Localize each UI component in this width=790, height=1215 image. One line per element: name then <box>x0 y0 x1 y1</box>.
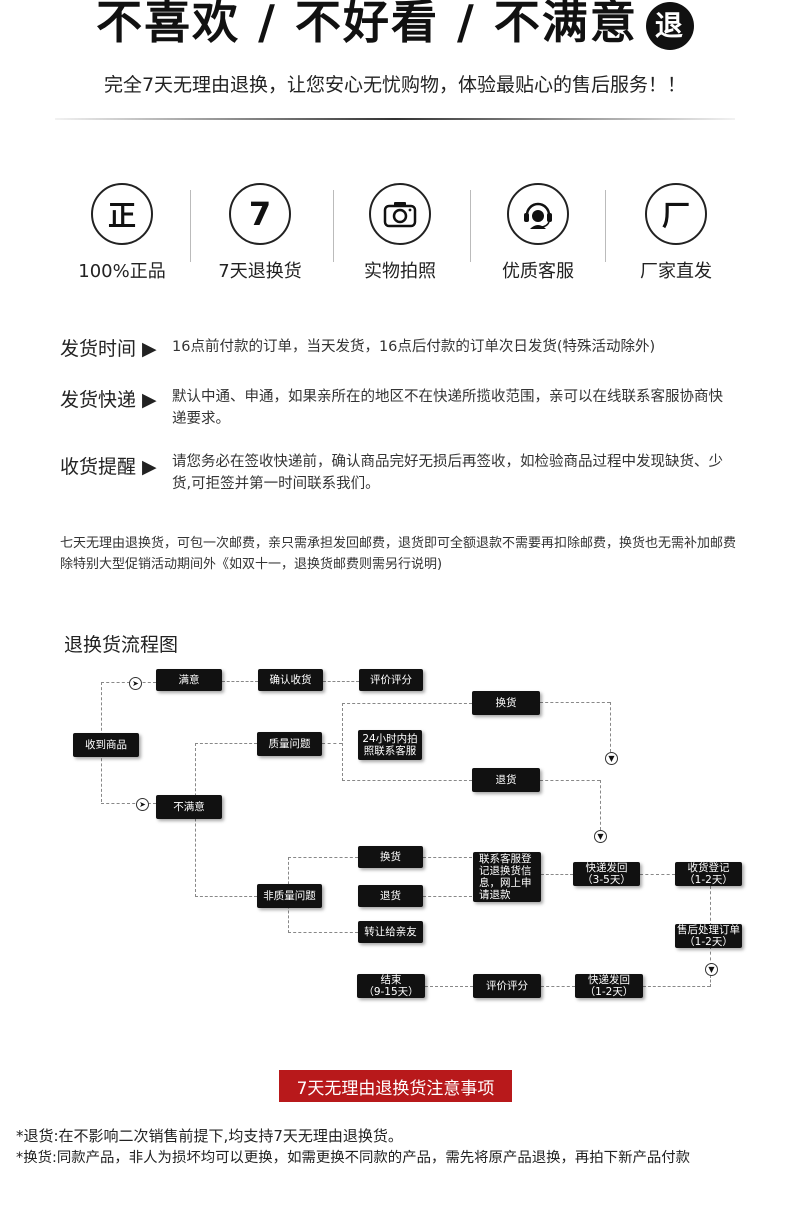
headset-icon <box>507 183 569 245</box>
notice-notes: *退货:在不影响二次销售前提下,均支持7天无理由退换货。 *换货:同款产品，非人… <box>16 1125 786 1169</box>
page-title: 不喜欢 / 不好看 / 不满意退 <box>0 0 790 52</box>
flow-node-end: 结束 （9-15天） <box>357 974 425 998</box>
page-subtitle: 完全7天无理由退换，让您安心无忧购物，体验最贴心的售后服务！！ <box>103 74 687 96</box>
factory-icon: 厂 <box>645 183 707 245</box>
flow-node-return-1: 退货 <box>472 768 540 792</box>
flow-node-review-2: 评价评分 <box>473 974 541 998</box>
notice-line-return: *退货:在不影响二次销售前提下,均支持7天无理由退换货。 <box>16 1127 403 1145</box>
flow-node-quality-issue: 质量问题 <box>257 732 322 756</box>
feature-seven-day: 7 7天退换货 <box>190 183 330 283</box>
feature-service: 优质客服 <box>468 183 608 283</box>
return-policy-text: 七天无理由退换货，可包一次邮费，亲只需承担发回邮费，退货即可全额退款不需要再扣除… <box>60 536 737 572</box>
feature-separator <box>605 190 606 262</box>
feature-genuine: 正 100%正品 <box>52 183 192 283</box>
arrow-down-icon: ▼ <box>594 830 607 843</box>
feature-label: 7天退换货 <box>218 261 302 282</box>
info-text-receipt: 请您务必在签收快递前，确认商品完好无损后再签收，如检验商品过程中发现缺货、少货,… <box>172 454 723 492</box>
flow-node-transfer: 转让给亲友 <box>358 921 423 943</box>
flow-node-satisfied: 满意 <box>156 669 222 691</box>
feature-label: 优质客服 <box>502 261 574 282</box>
flow-node-confirm-receipt: 确认收货 <box>258 669 323 691</box>
info-text-courier: 默认中通、申通，如果亲所在的地区不在快递所揽收范围，亲可以在线联系客服协商快递要… <box>172 389 723 427</box>
flow-node-receive-register: 收货登记 （1-2天） <box>675 862 742 886</box>
notice-banner: 7天无理由退换货注意事项 <box>279 1070 512 1102</box>
flow-node-after-sale: 售后处理订单 （1-2天） <box>675 924 742 948</box>
flow-node-exchange-2: 换货 <box>358 846 423 868</box>
notice-line-exchange: *换货:同款产品，非人为损坏均可以更换，如需更换不同款的产品，需先将原产品退换，… <box>16 1150 691 1166</box>
feature-separator <box>190 190 191 262</box>
flowchart-title: 退换货流程图 <box>64 634 179 656</box>
flow-node-ship-back-2: 快递发回 （1-2天） <box>575 974 643 998</box>
zheng-icon: 正 <box>91 183 153 245</box>
flow-node-ship-back-1: 快递发回 （3-5天） <box>573 862 640 886</box>
seven-icon: 7 <box>229 183 291 245</box>
info-heading-courier: 发货快递 ▶ <box>60 389 157 411</box>
flow-node-return-2: 退货 <box>358 885 423 907</box>
info-heading-receipt: 收货提醒 ▶ <box>60 456 157 478</box>
feature-photo: 实物拍照 <box>330 183 470 283</box>
arrow-down-icon: ▼ <box>705 963 718 976</box>
return-badge: 退 <box>645 1 694 50</box>
feature-separator <box>470 190 471 262</box>
flow-node-contact-service: 联系客服登 记退换货信 息，网上申 请退款 <box>473 852 541 902</box>
arrow-icon: ➤ <box>129 677 142 690</box>
arrow-icon: ➤ <box>136 798 149 811</box>
header-divider <box>55 118 735 120</box>
flow-node-unsatisfied: 不满意 <box>156 795 222 819</box>
info-text-ship-time: 16点前付款的订单，当天发货，16点后付款的订单次日发货(特殊活动除外) <box>172 339 656 355</box>
flow-node-photo-contact: 24小时内拍 照联系客服 <box>358 730 422 760</box>
feature-label: 100%正品 <box>78 261 166 282</box>
feature-label: 厂家直发 <box>640 261 712 282</box>
feature-label: 实物拍照 <box>364 261 436 282</box>
flow-node-exchange-1: 换货 <box>472 691 540 715</box>
feature-factory: 厂 厂家直发 <box>606 183 746 283</box>
feature-separator <box>333 190 334 262</box>
flow-node-non-quality-issue: 非质量问题 <box>257 884 322 908</box>
flow-node-received: 收到商品 <box>73 733 139 757</box>
camera-icon <box>369 183 431 245</box>
flow-node-review-1: 评价评分 <box>359 669 423 691</box>
info-heading-ship-time: 发货时间 ▶ <box>60 338 157 360</box>
arrow-down-icon: ▼ <box>605 752 618 765</box>
